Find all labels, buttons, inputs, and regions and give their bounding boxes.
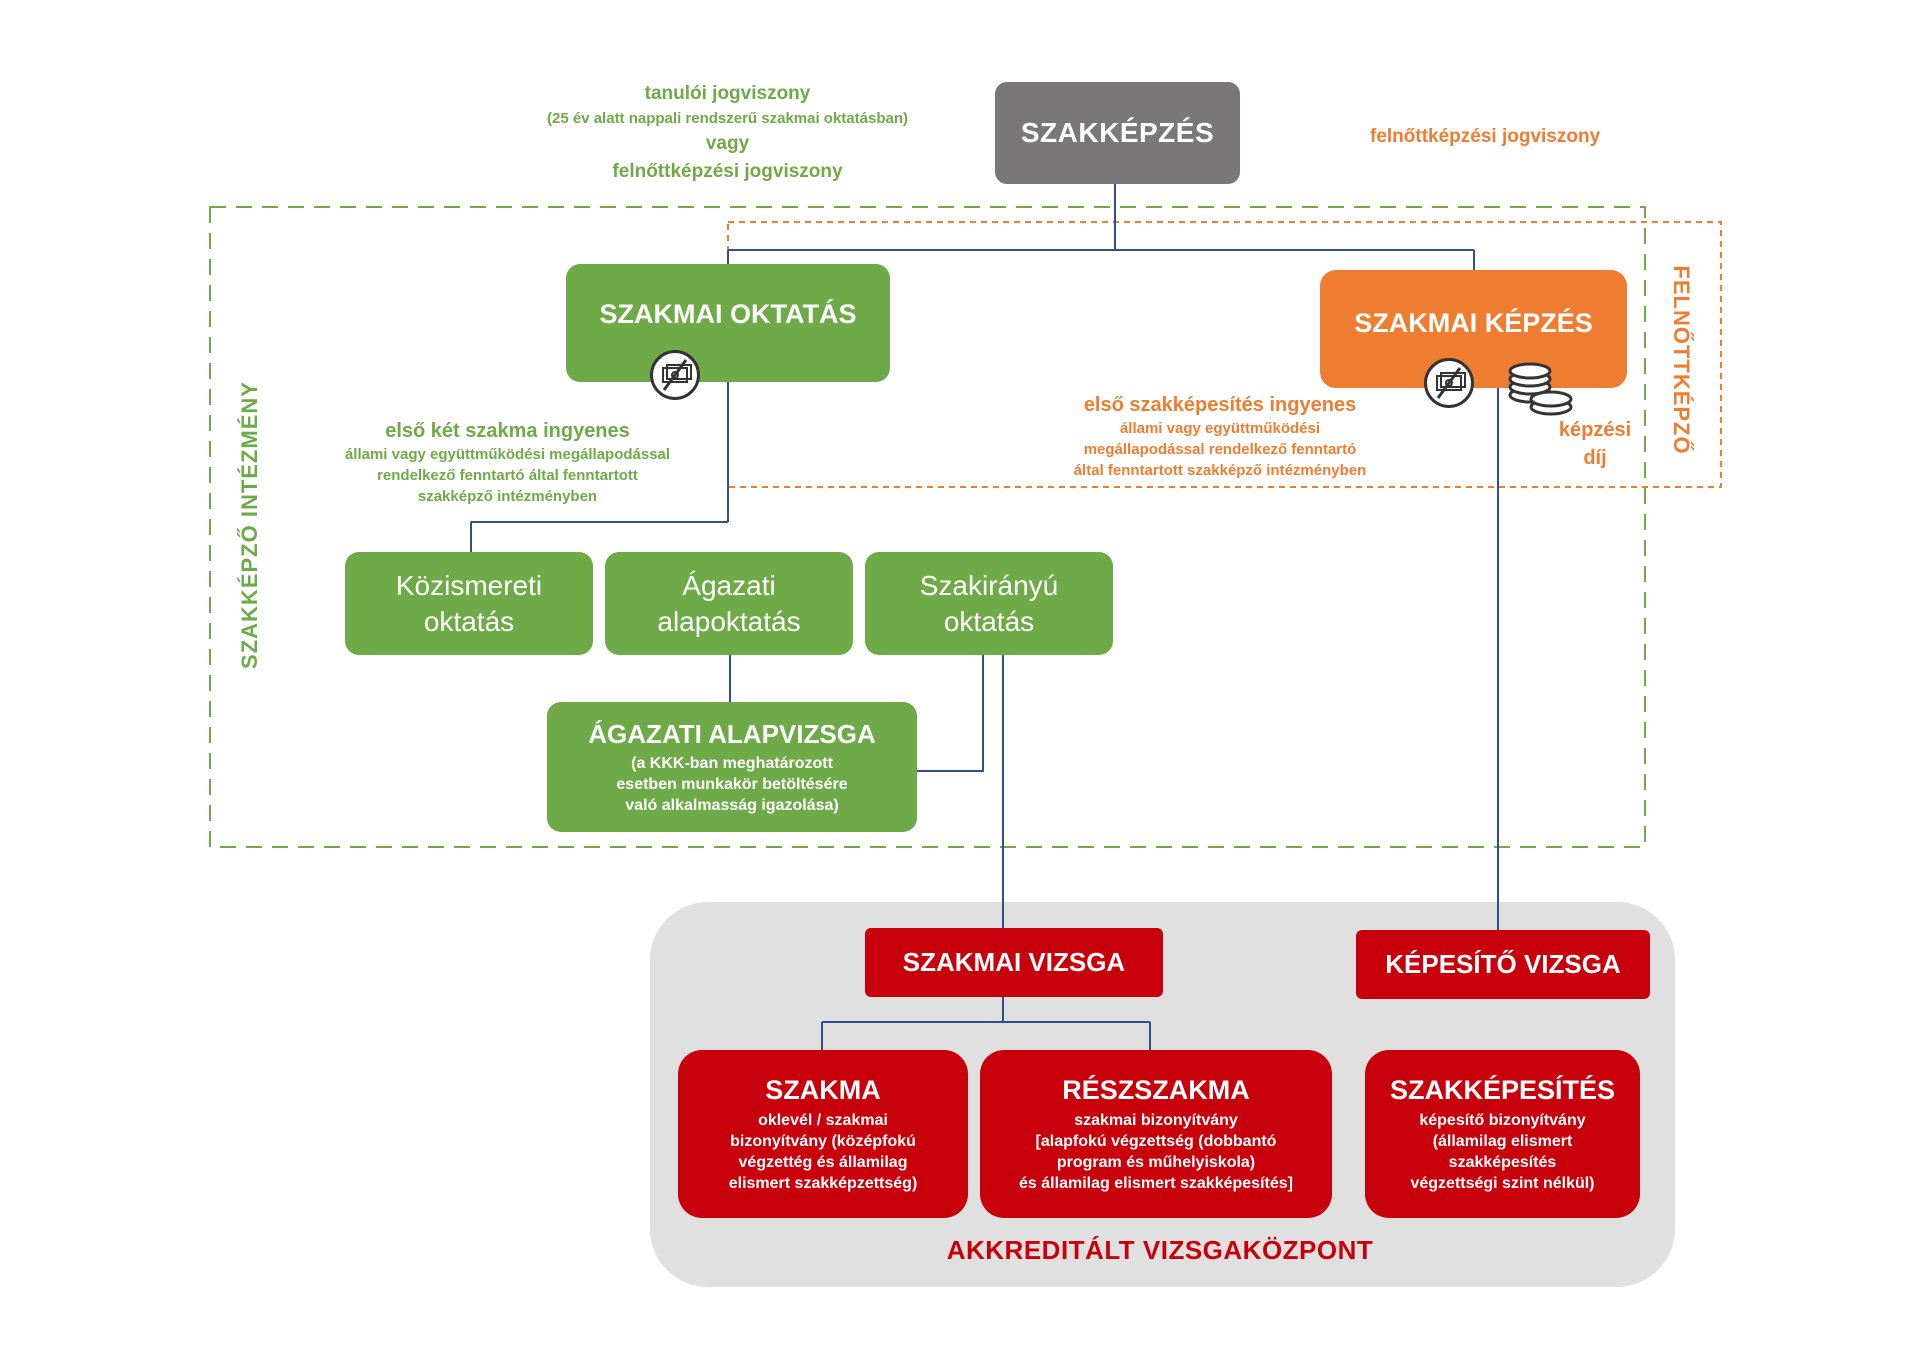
box-line: végzettségi szint nélkül) (1410, 1174, 1595, 1192)
box-line: alapoktatás (657, 605, 801, 637)
note-line: állami vagy együttműködési megállapodáss… (344, 446, 671, 463)
szakmai-oktatas-title: SZAKMAI OKTATÁS (599, 299, 857, 329)
box-line: végzettég és államilag (738, 1153, 908, 1171)
szakkepesites-title: SZAKKÉPESÍTÉS (1389, 1074, 1616, 1105)
reszszakma-title: RÉSZSZAKMA (1062, 1074, 1250, 1105)
box-line: oktatás (943, 605, 1035, 637)
alapvizsga-title: ÁGAZATI ALAPVIZSGA (588, 718, 876, 749)
oktatas-ingyenes-note: első két szakma ingyenes állami vagy egy… (300, 418, 715, 507)
note-line: szakképző intézményben (417, 488, 598, 505)
connector-vizsga-szakma (821, 997, 1151, 1050)
note-line: rendelkező fenntartó által fenntartott (377, 467, 638, 484)
box-line: (a KKK-ban meghatározott (631, 754, 833, 772)
reszszakma-box: RÉSZSZAKMA szakmai bizonyítvány [alapfok… (980, 1050, 1332, 1218)
szakmai-oktatas-box: SZAKMAI OKTATÁS (566, 264, 890, 382)
note-line: tanulói jogviszony (644, 83, 811, 104)
box-line: oktatás (423, 605, 515, 637)
box-line: szakmai bizonyítvány (1074, 1111, 1238, 1129)
coins-icon (1505, 355, 1575, 417)
szakkepzo-intezmeny-label: SZAKKÉPZŐ INTÉZMÉNY (237, 381, 262, 669)
felnottkepzesi-jogviszony-note: felnőttképzési jogviszony (1370, 126, 1601, 147)
note-line: (25 év alatt nappali rendszerű szakmai o… (547, 110, 908, 127)
szakma-title: SZAKMA (765, 1074, 881, 1105)
box-line: képesítő bizonyítvány (1419, 1111, 1586, 1129)
no-money-icon (650, 350, 700, 400)
agazati-alapoktatas-box: Ágazati alapoktatás (605, 552, 853, 655)
szakmai-kepzes-title: SZAKMAI KÉPZÉS (1354, 308, 1593, 338)
szakma-box: SZAKMA oklevél / szakmai bizonyítvány (k… (678, 1050, 968, 1218)
kepesito-vizsga-box: KÉPESÍTŐ VIZSGA (1356, 930, 1650, 999)
box-line: Közismereti (395, 569, 543, 601)
no-money-icon (1424, 358, 1474, 408)
note-line: vagy (705, 133, 750, 154)
szakkepesites-box: SZAKKÉPESÍTÉS képesítő bizonyítvány (áll… (1365, 1050, 1640, 1218)
box-line: [alapfokú végzettség (dobbantó (1035, 1132, 1277, 1150)
box-line: oklevél / szakmai (758, 1111, 888, 1129)
box-line: és államilag elismert szakképesítés] (1019, 1174, 1293, 1192)
szakmai-vizsga-box: SZAKMAI VIZSGA (865, 928, 1163, 997)
felnottkepzo-label: FELNŐTTKÉPZŐ (1669, 265, 1694, 455)
szakiranyu-oktatas-box: Szakirányú oktatás (865, 552, 1113, 655)
box-line: Ágazati (682, 569, 776, 601)
note-line: első szakképesítés ingyenes (1083, 394, 1357, 416)
note-line: megállapodással rendelkező fenntartó (1083, 441, 1357, 458)
box-line: (államilag elismert (1432, 1132, 1573, 1150)
box-line: program és műhelyiskola) (1056, 1153, 1256, 1171)
connector-szakiranyu-alapvizsga (912, 655, 984, 772)
note-line: díj (1583, 447, 1607, 469)
connector-top (727, 184, 1475, 270)
box-line: bizonyítvány (középfokú (730, 1132, 916, 1150)
akkreditalt-vizsgakozpont-label: AKKREDITÁLT VIZSGAKÖZPONT (946, 1235, 1374, 1265)
box-line: esetben munkakör betöltésére (616, 775, 848, 793)
szakmai-vizsga-title: SZAKMAI VIZSGA (902, 947, 1126, 977)
szakkepzes-title: SZAKKÉPZÉS (1020, 117, 1215, 148)
szakmai-kepzes-box: SZAKMAI KÉPZÉS (1320, 270, 1627, 388)
note-line: felnőttképzési jogviszony (612, 161, 843, 182)
box-line: Szakirányú (919, 569, 1059, 601)
kepzes-ingyenes-note: első szakképesítés ingyenes állami vagy … (1010, 392, 1430, 481)
box-line: elismert szakképzettség) (728, 1174, 918, 1192)
felnottkepzo-region (727, 221, 1722, 488)
kozismereti-oktatas-box: Közismereti oktatás (345, 552, 593, 655)
kepesito-vizsga-title: KÉPESÍTŐ VIZSGA (1385, 949, 1621, 979)
note-line: által fenntartott szakképző intézményben (1073, 462, 1367, 479)
box-line: szakképesítés (1448, 1153, 1557, 1171)
kepzesi-dij-note: képzési díj (1540, 416, 1650, 472)
note-line: képzési (1558, 419, 1632, 441)
connector-oktatas-sub (470, 382, 729, 552)
note-line: állami vagy együttműködési (1119, 420, 1321, 437)
agazati-alapvizsga-box: ÁGAZATI ALAPVIZSGA (a KKK-ban meghatároz… (547, 702, 917, 832)
box-line: való alkalmasság igazolása) (625, 796, 839, 814)
szakkepzo-intezmeny-region (209, 206, 1646, 848)
tanuloi-jogviszony-note: tanulói jogviszony (25 év alatt nappali … (505, 80, 950, 186)
note-line: első két szakma ingyenes (385, 420, 630, 442)
szakkepzes-box: SZAKKÉPZÉS (995, 82, 1240, 184)
